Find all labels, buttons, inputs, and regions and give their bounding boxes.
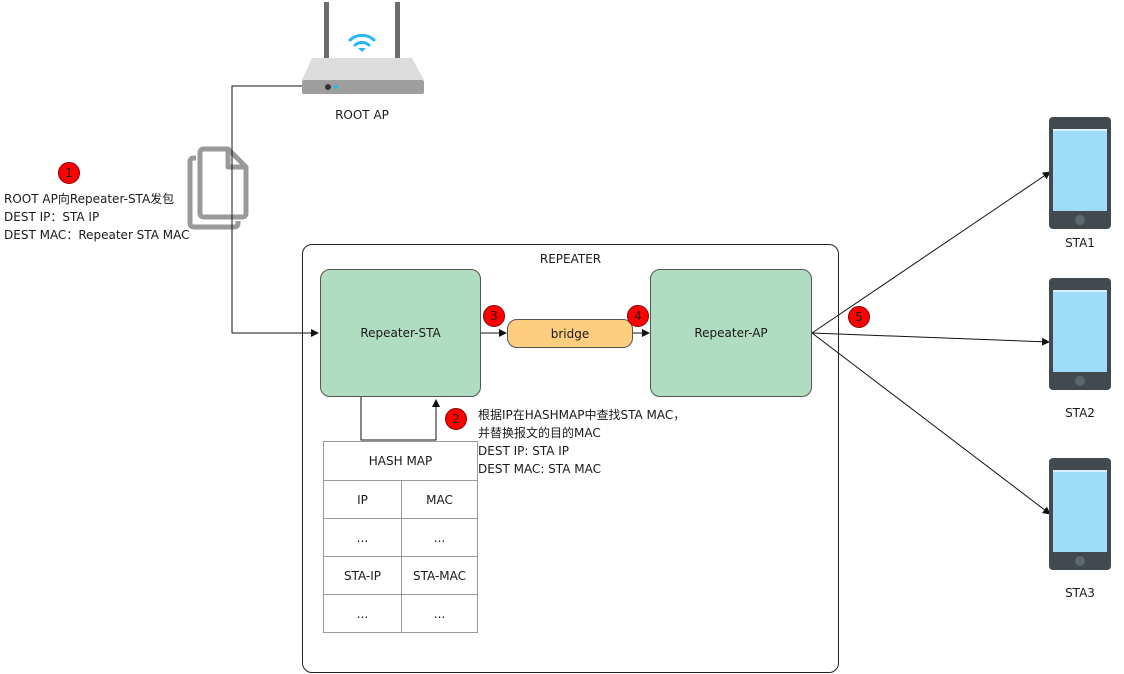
step-badge-3: 3 <box>483 305 505 327</box>
root-ap-label: ROOT AP <box>335 108 389 122</box>
sta-to-hashmap-line <box>360 397 440 441</box>
step2-line: 并替换报文的目的MAC <box>478 426 601 440</box>
station-sta3[interactable] <box>1049 458 1111 574</box>
repeater-ap-box[interactable]: Repeater-AP <box>650 269 812 397</box>
hash-map-table: HASH MAP IP MAC ... ... STA-IP STA-MAC .… <box>323 441 478 633</box>
step-badge-4: 4 <box>627 305 649 327</box>
station-label: STA1 <box>1065 236 1095 250</box>
station-label: STA3 <box>1065 586 1095 600</box>
step1-line: ROOT AP向Repeater-STA发包 <box>4 192 175 206</box>
table-cell: STA-IP <box>323 556 402 595</box>
repeater-sta-box[interactable]: Repeater-STA <box>320 269 481 397</box>
hash-map-title: HASH MAP <box>323 441 478 481</box>
table-cell: ... <box>323 594 402 633</box>
station-sta1[interactable] <box>1049 117 1111 233</box>
table-cell: ... <box>401 594 478 633</box>
bridge-box[interactable]: bridge <box>507 319 633 348</box>
ap-to-sta1-line <box>811 171 1051 334</box>
repeater-ap-label: Repeater-AP <box>694 326 768 340</box>
step2-line: DEST MAC: STA MAC <box>478 462 601 476</box>
table-cell: STA-MAC <box>401 556 478 595</box>
step2-line: 根据IP在HASHMAP中查找STA MAC， <box>478 408 686 422</box>
repeater-title: REPEATER <box>539 252 602 266</box>
step1-line: DEST MAC：Repeater STA MAC <box>4 228 190 242</box>
table-row: ... ... <box>323 518 478 557</box>
router-icon <box>302 2 424 94</box>
table-cell: ... <box>401 518 478 557</box>
step2-note: 根据IP在HASHMAP中查找STA MAC， 并替换报文的目的MAC DEST… <box>478 406 685 478</box>
column-header: MAC <box>401 480 478 519</box>
phone-icon <box>1049 458 1111 570</box>
step-badge-5: 5 <box>848 306 870 328</box>
table-row: IP MAC <box>323 480 478 519</box>
step1-note: ROOT AP向Repeater-STA发包 DEST IP：STA IP DE… <box>4 190 189 244</box>
repeater-container <box>302 244 839 673</box>
phone-icon <box>1049 278 1111 390</box>
station-sta2[interactable] <box>1049 278 1111 394</box>
documents-icon <box>187 146 249 230</box>
table-row: ... ... <box>323 594 478 633</box>
step-badge-1: 1 <box>58 162 80 184</box>
table-row: HASH MAP <box>323 441 478 481</box>
column-header: IP <box>323 480 402 519</box>
station-label: STA2 <box>1065 406 1095 420</box>
step2-line: DEST IP: STA IP <box>478 444 570 458</box>
phone-icon <box>1049 117 1111 229</box>
connector-overlay <box>231 143 233 231</box>
wifi-icon <box>348 33 376 47</box>
table-row: STA-IP STA-MAC <box>323 556 478 595</box>
ap-to-sta3-line <box>811 332 1051 515</box>
repeater-sta-label: Repeater-STA <box>360 326 441 340</box>
bridge-label: bridge <box>550 326 590 341</box>
step-badge-2: 2 <box>445 408 467 430</box>
table-cell: ... <box>323 518 402 557</box>
step1-line: DEST IP：STA IP <box>4 210 100 224</box>
ap-to-sta2-line <box>811 332 1050 346</box>
